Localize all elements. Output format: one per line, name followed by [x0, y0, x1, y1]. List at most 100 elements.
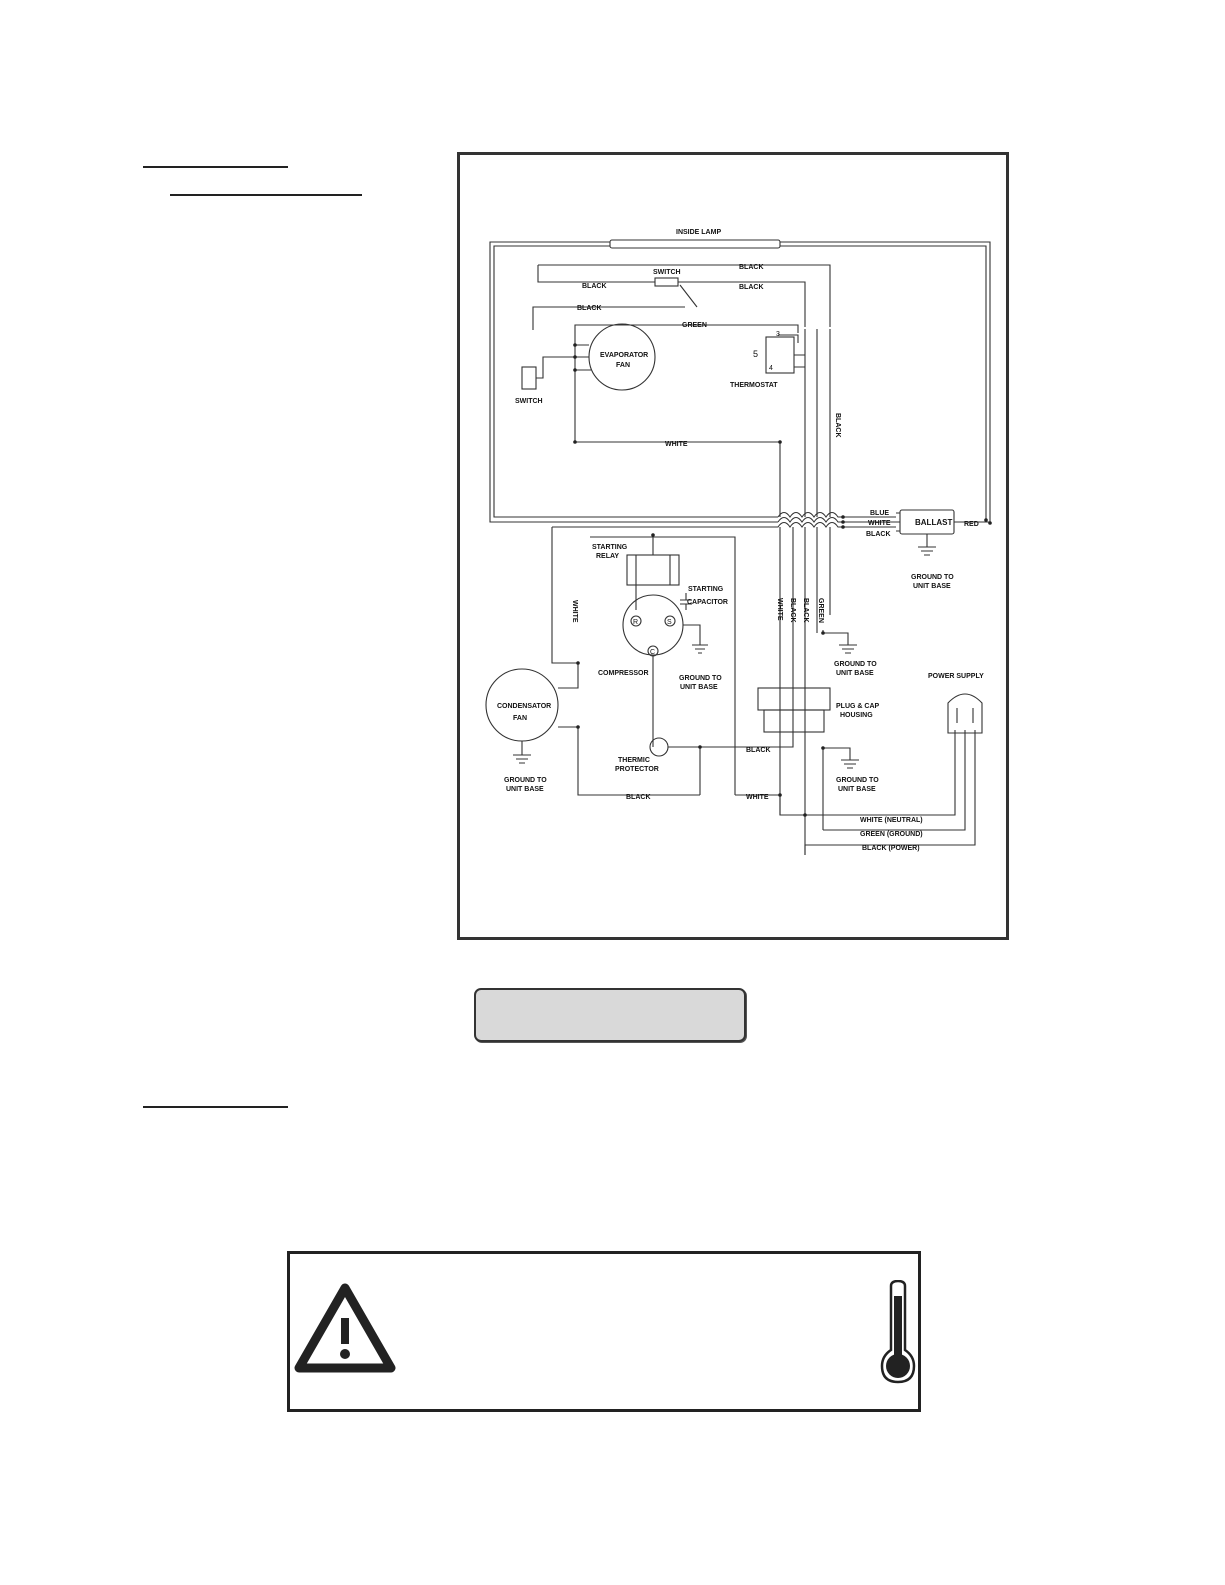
label-white-1: WHITE — [665, 441, 688, 448]
label-ground-comp-2: UNIT BASE — [680, 684, 718, 691]
label-black-4: BLACK — [577, 305, 602, 312]
label-plug-cap-1: PLUG & CAP — [836, 703, 880, 710]
label-ground-comp-1: GROUND TO — [679, 675, 722, 682]
thermostat-leads — [778, 334, 805, 368]
wiring-diagram-svg: INSIDE LAMP SWITCH BLACK BLACK BLACK BLA… — [485, 229, 992, 855]
label-black-6: BLACK — [746, 747, 771, 754]
label-t3: 3 — [776, 331, 780, 338]
label-black-5: BLACK — [866, 531, 891, 538]
wire-blue-ballast — [777, 511, 896, 518]
warning-box — [287, 1251, 921, 1412]
wire-white-condensator — [551, 527, 578, 664]
label-white-neutral: WHITE (NEUTRAL) — [860, 817, 923, 824]
label-inside-lamp: INSIDE LAMP — [676, 229, 721, 236]
wire-switch-link — [679, 284, 698, 308]
plug-cap-housing-top — [757, 687, 831, 711]
wire-white-fan — [574, 370, 781, 517]
starting-capacitor-symbol — [680, 593, 692, 610]
label-black-3: BLACK — [739, 284, 764, 291]
heading-rule-3 — [143, 1106, 288, 1108]
wire-black-switch-left — [537, 265, 655, 283]
thermometer-icon — [880, 1280, 916, 1384]
label-ground-cond-1: GROUND TO — [504, 777, 547, 784]
label-ground-plug-1: GROUND TO — [836, 777, 879, 784]
label-ground-plug-2: UNIT BASE — [838, 786, 876, 793]
wire-black-switch-right — [678, 281, 806, 327]
starting-relay-symbol — [626, 554, 680, 586]
label-ground-ballast-1: GROUND TO — [911, 574, 954, 581]
wiring-diagram: INSIDE LAMP SWITCH BLACK BLACK BLACK BLA… — [457, 152, 1009, 940]
plug-cap-housing-bottom — [763, 709, 825, 733]
wire-protector-right — [668, 746, 743, 795]
label-black-power: BLACK (POWER) — [862, 845, 920, 852]
label-white-3: WHITE — [746, 794, 769, 801]
label-t4: 4 — [769, 365, 773, 372]
label-ground-ballast-2: UNIT BASE — [913, 583, 951, 590]
label-white-vert-2: WHITE — [776, 598, 783, 621]
label-ballast: BALLAST — [915, 518, 952, 527]
wire-white-ballast — [777, 516, 896, 523]
label-white-vert-1: WHITE — [571, 600, 578, 623]
switch-top-symbol — [654, 277, 679, 287]
wire-lamp-left-inner — [493, 245, 778, 518]
figure-caption-box — [474, 988, 746, 1042]
label-white-2: WHITE — [868, 520, 891, 527]
label-starting-relay-2: RELAY — [596, 553, 619, 560]
label-evaporator-fan-1: EVAPORATOR — [600, 352, 648, 359]
label-blue: BLUE — [870, 510, 889, 517]
label-condensator-fan-2: FAN — [513, 715, 527, 722]
wire-black-vert-a — [743, 527, 794, 748]
label-switch-top: SWITCH — [653, 269, 681, 276]
wire-black-3 — [532, 306, 685, 330]
wire-compressor-box — [590, 536, 736, 795]
label-power-supply: POWER SUPPLY — [928, 673, 984, 680]
label-black-2: BLACK — [582, 283, 607, 290]
wire-cond-top — [558, 663, 579, 689]
label-ground-cond-2: UNIT BASE — [506, 786, 544, 793]
label-starting-capacitor-1: STARTING — [688, 586, 724, 593]
label-black-vert-2: BLACK — [789, 598, 796, 623]
label-compressor: COMPRESSOR — [598, 670, 649, 677]
label-thermic-protector-2: PROTECTOR — [615, 766, 659, 773]
heading-rule-2 — [170, 194, 362, 196]
label-red: RED — [964, 521, 979, 528]
label-black-7: BLACK — [626, 794, 651, 801]
label-black-vert: BLACK — [834, 413, 841, 438]
wire-green-ground — [823, 730, 966, 831]
label-green-ground: GREEN (GROUND) — [860, 831, 923, 838]
relay-leads — [635, 535, 671, 610]
label-ground-green-1: GROUND TO — [834, 661, 877, 668]
wire-green-fan — [574, 324, 799, 345]
power-supply-plug — [947, 693, 983, 734]
label-condensator-fan-1: CONDENSATOR — [497, 703, 551, 710]
label-s: S — [667, 619, 672, 626]
label-thermic-protector-1: THERMIC — [618, 757, 650, 764]
ground-ballast-symbol — [918, 534, 936, 556]
label-evaporator-fan-2: FAN — [616, 362, 630, 369]
label-switch-left: SWITCH — [515, 398, 543, 405]
label-green-1: GREEN — [682, 322, 707, 329]
warning-triangle-icon — [294, 1283, 396, 1373]
wire-lamp-right-inner — [780, 245, 987, 520]
label-ground-green-2: UNIT BASE — [836, 670, 874, 677]
ground-condensator-symbol — [513, 741, 531, 764]
wire-black-cond-bottom — [558, 726, 700, 796]
plug-prongs — [956, 708, 974, 723]
heading-rule-1 — [143, 166, 288, 168]
fan-leads — [575, 344, 591, 371]
label-r: R — [633, 619, 638, 626]
ground-compressor-symbol — [683, 624, 708, 654]
wire-lamp-left-outer — [489, 241, 778, 523]
label-c: C — [650, 649, 655, 656]
label-starting-capacitor-2: CAPACITOR — [687, 599, 728, 606]
switch-left-box — [521, 366, 537, 390]
label-black-vert-3: BLACK — [802, 598, 809, 623]
label-black-1: BLACK — [739, 264, 764, 271]
wire-switch-fan — [536, 356, 575, 379]
inside-lamp-tube — [609, 239, 781, 249]
ground-plug-symbol — [823, 747, 859, 769]
label-starting-relay-1: STARTING — [592, 544, 628, 551]
ballast-leads — [896, 512, 990, 532]
label-plug-cap-2: HOUSING — [840, 712, 873, 719]
wire-white-neutral — [735, 730, 956, 816]
